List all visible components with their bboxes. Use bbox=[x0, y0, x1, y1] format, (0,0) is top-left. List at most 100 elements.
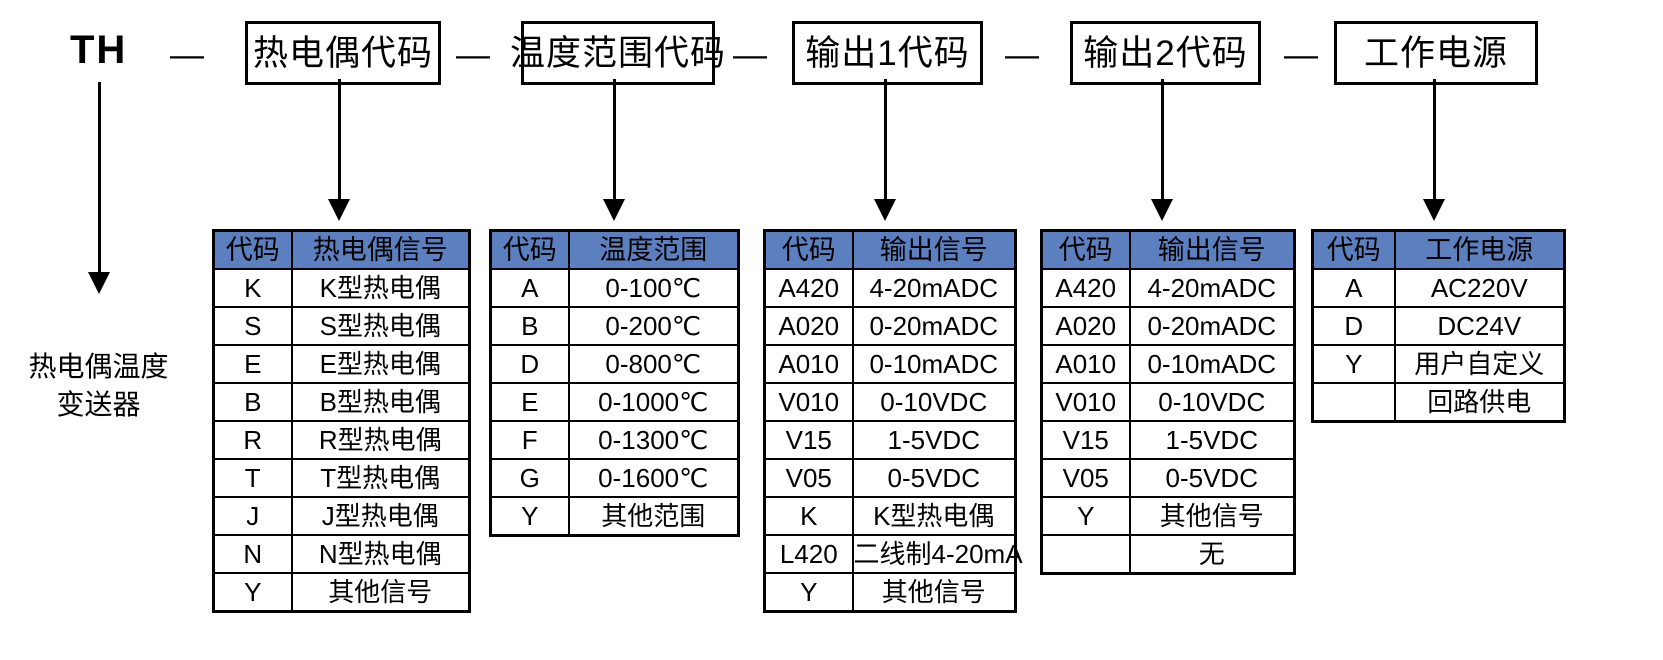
arrow-head-output2 bbox=[1151, 199, 1173, 221]
column-header-code: 代码 bbox=[1311, 229, 1396, 270]
cell-value: B型热电偶 bbox=[290, 382, 471, 422]
cell-code: Y bbox=[1040, 496, 1131, 536]
segment-box-thermocouple-code[interactable]: 热电偶代码 bbox=[245, 21, 441, 85]
cell-value: R型热电偶 bbox=[290, 420, 471, 460]
segment-box-output2-code[interactable]: 输出2代码 bbox=[1070, 21, 1261, 85]
segment-box-output1-code[interactable]: 输出1代码 bbox=[792, 21, 983, 85]
cell-value: T型热电偶 bbox=[290, 458, 471, 498]
cell-value: 无 bbox=[1128, 534, 1296, 575]
cell-value: N型热电偶 bbox=[290, 534, 471, 574]
column-header-code: 代码 bbox=[489, 229, 570, 270]
column-header-code: 代码 bbox=[763, 229, 854, 270]
column-header-value: 输出信号 bbox=[851, 229, 1017, 270]
segment-box-label: 输出1代码 bbox=[805, 33, 970, 73]
table-header-row: 代码 热电偶信号 bbox=[212, 229, 471, 270]
cell-code: B bbox=[212, 382, 293, 422]
arrow-head-thermocouple bbox=[328, 199, 350, 221]
cell-value: 0-5VDC bbox=[1128, 458, 1296, 498]
cell-value: E型热电偶 bbox=[290, 344, 471, 384]
segment-box-label: 温度范围代码 bbox=[510, 33, 727, 73]
cell-value: 0-5VDC bbox=[851, 458, 1017, 498]
cell-value: 0-1300℃ bbox=[567, 420, 740, 460]
cell-code: V05 bbox=[1040, 458, 1131, 498]
cell-value: 0-10mADC bbox=[1128, 344, 1296, 384]
connector-line-output2 bbox=[1161, 79, 1164, 203]
product-name-label: 热电偶温度 变送器 bbox=[28, 351, 169, 420]
column-header-value: 工作电源 bbox=[1393, 229, 1566, 270]
cell-code: E bbox=[489, 382, 570, 422]
segment-box-temperature-range-code[interactable]: 温度范围代码 bbox=[510, 21, 725, 85]
cell-code: A420 bbox=[763, 268, 854, 308]
cell-code: A020 bbox=[763, 306, 854, 346]
model-prefix-th: TH bbox=[70, 28, 128, 72]
segment-box-power-supply[interactable]: 工作电源 bbox=[1334, 21, 1538, 85]
column-header-code: 代码 bbox=[212, 229, 293, 270]
separator-dash-5: — bbox=[1284, 36, 1318, 74]
segment-box-label: 输出2代码 bbox=[1083, 33, 1248, 73]
table-header-row: 代码 输出信号 bbox=[763, 229, 1017, 270]
cell-code: Y bbox=[489, 496, 570, 537]
arrow-head-power-supply bbox=[1423, 199, 1445, 221]
cell-code: K bbox=[212, 268, 293, 308]
cell-value: 回路供电 bbox=[1393, 382, 1566, 423]
cell-value: 0-20mADC bbox=[1128, 306, 1296, 346]
segment-box-label: 热电偶代码 bbox=[252, 33, 433, 73]
cell-value: 用户自定义 bbox=[1393, 344, 1566, 384]
connector-line-power-supply bbox=[1433, 79, 1436, 203]
table-header-row: 代码 温度范围 bbox=[489, 229, 740, 270]
table-row: 无 bbox=[1040, 534, 1296, 575]
cell-value: S型热电偶 bbox=[290, 306, 471, 346]
cell-code bbox=[1311, 382, 1396, 423]
cell-code: A420 bbox=[1040, 268, 1131, 308]
separator-dash-4: — bbox=[1005, 36, 1039, 74]
cell-value: K型热电偶 bbox=[290, 268, 471, 308]
cell-value: DC24V bbox=[1393, 306, 1566, 346]
cell-value: 0-10mADC bbox=[851, 344, 1017, 384]
cell-value: 1-5VDC bbox=[1128, 420, 1296, 460]
column-header-code: 代码 bbox=[1040, 229, 1131, 270]
cell-code bbox=[1040, 534, 1131, 575]
cell-value: 0-10VDC bbox=[1128, 382, 1296, 422]
separator-dash-3: — bbox=[733, 36, 767, 74]
column-header-value: 输出信号 bbox=[1128, 229, 1296, 270]
arrow-head-output1 bbox=[874, 199, 896, 221]
cell-value: 0-200℃ bbox=[567, 306, 740, 346]
cell-code: J bbox=[212, 496, 293, 536]
cell-code: N bbox=[212, 534, 293, 574]
cell-code: V15 bbox=[1040, 420, 1131, 460]
cell-value: 其他信号 bbox=[851, 572, 1017, 613]
cell-value: 1-5VDC bbox=[851, 420, 1017, 460]
cell-code: A010 bbox=[1040, 344, 1131, 384]
cell-value: 0-10VDC bbox=[851, 382, 1017, 422]
column-header-value: 温度范围 bbox=[567, 229, 740, 270]
cell-code: D bbox=[489, 344, 570, 384]
separator-dash-1: — bbox=[170, 36, 204, 74]
